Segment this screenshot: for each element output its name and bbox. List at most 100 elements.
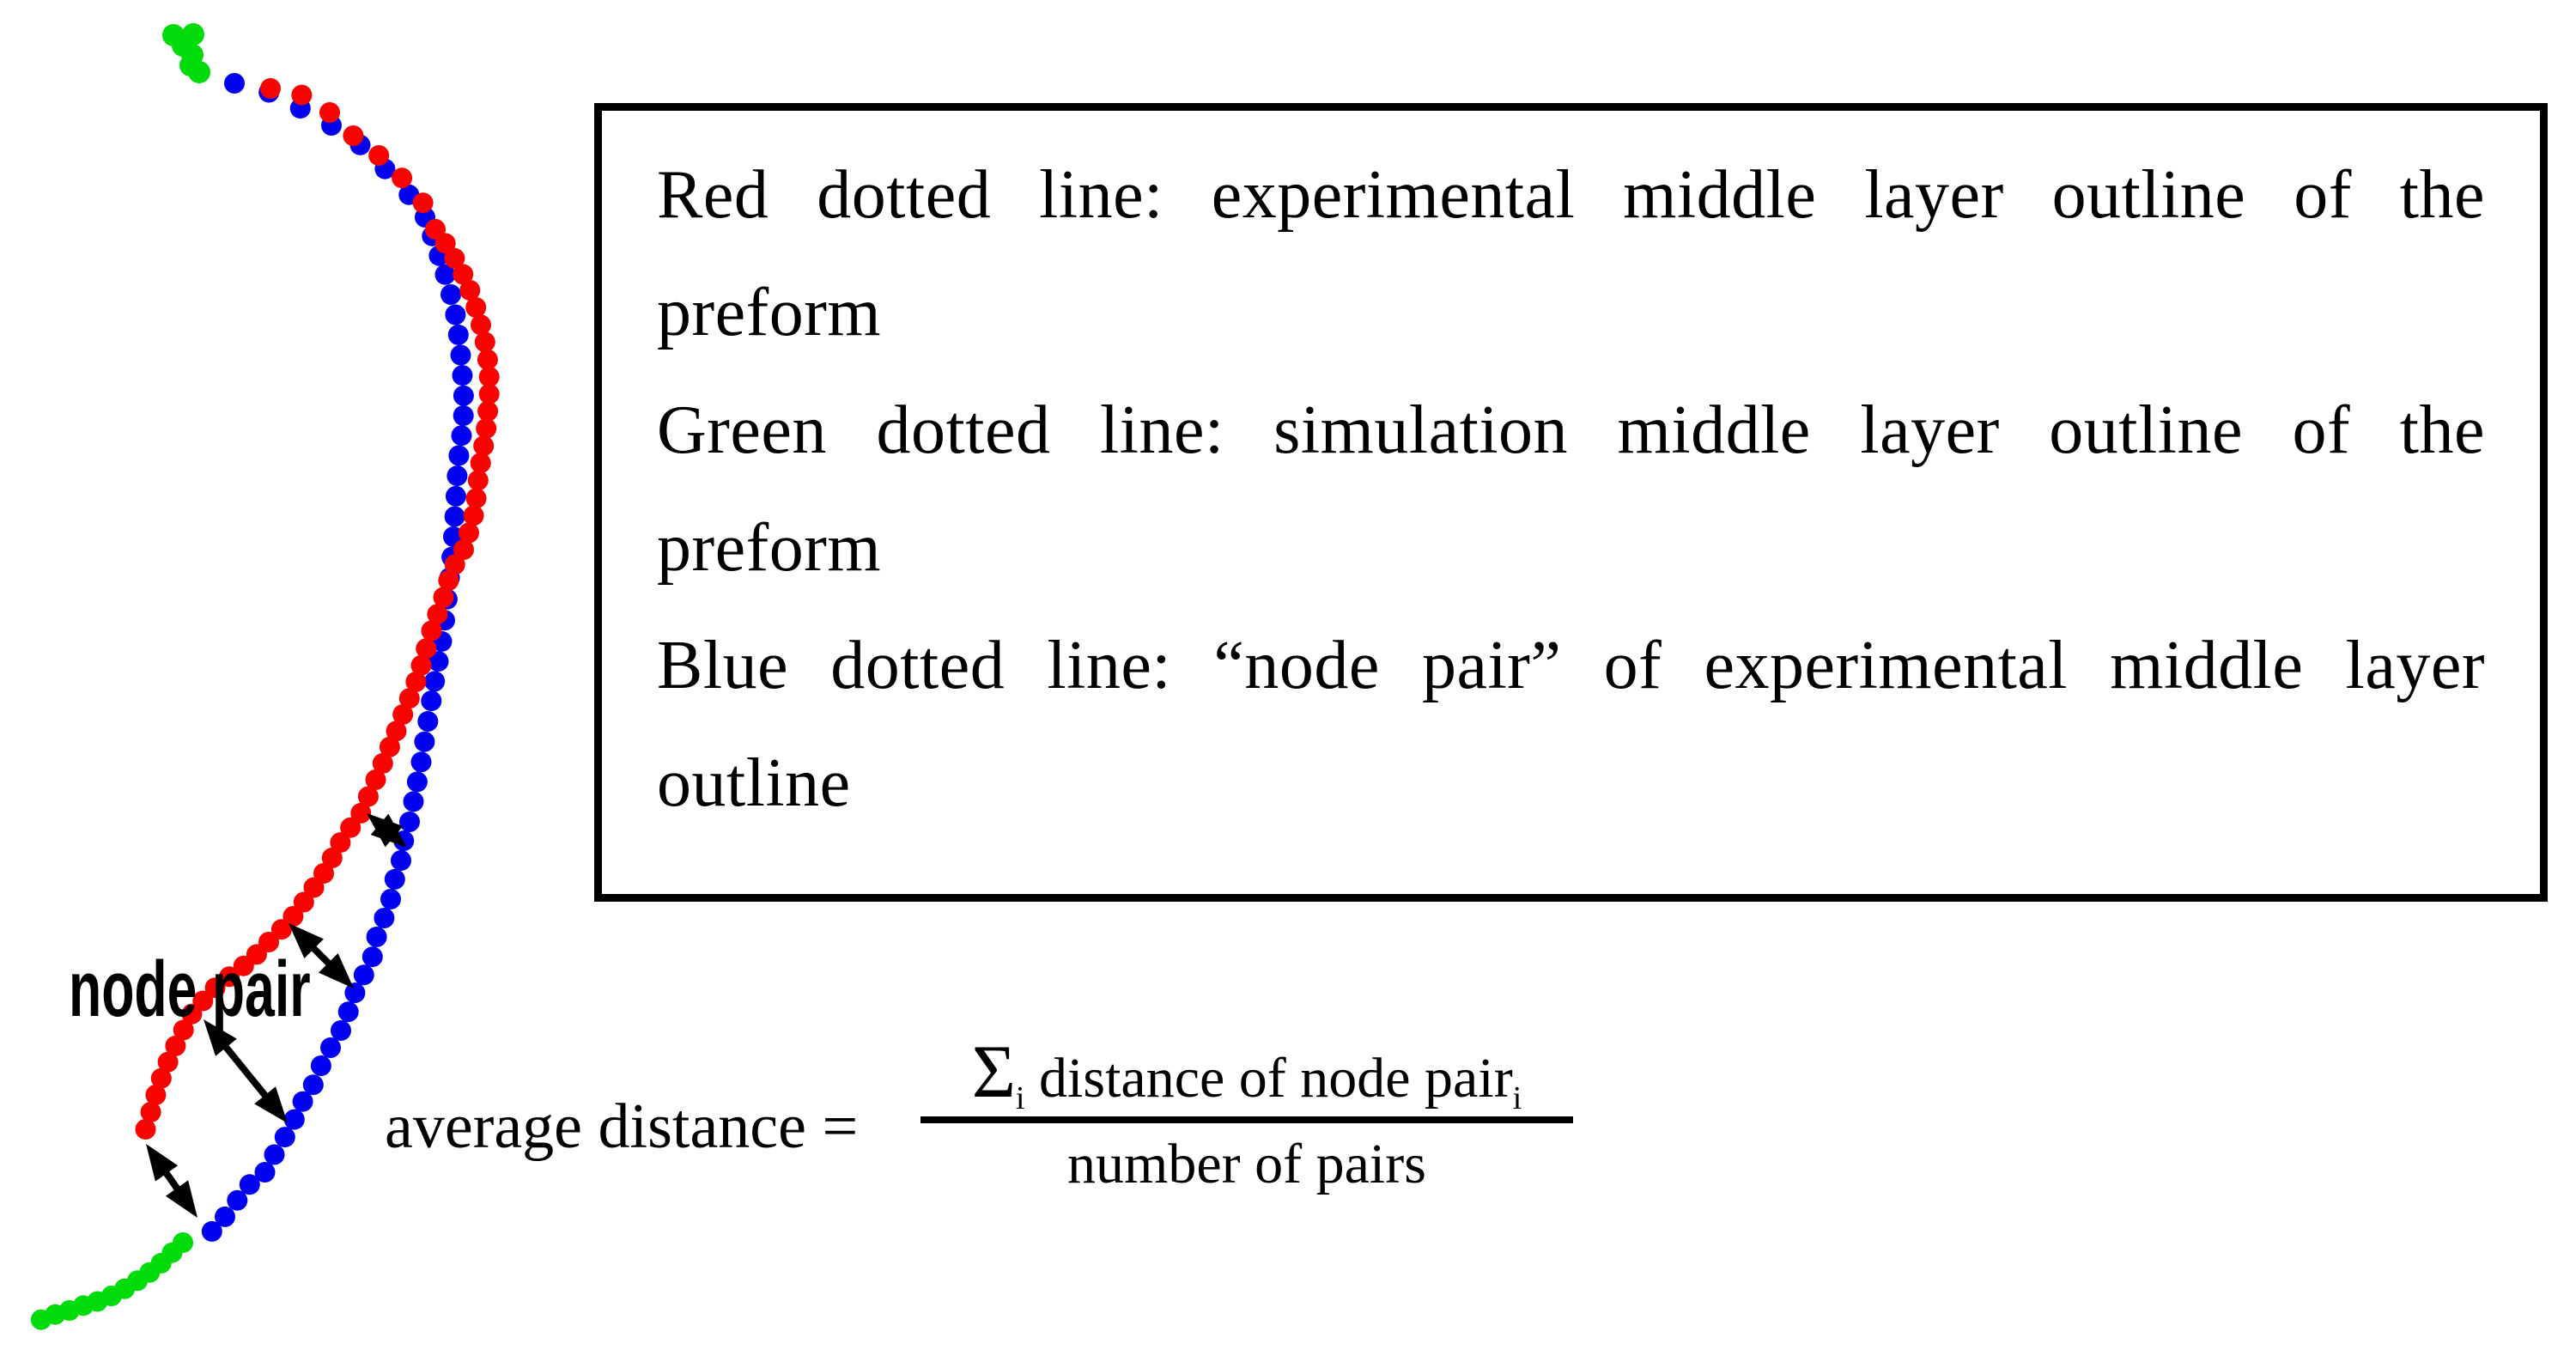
- blue-curve-dot: [451, 425, 472, 447]
- sigma-symbol: Σ: [971, 1031, 1016, 1114]
- red-curve-dot: [412, 192, 434, 214]
- red-curve-dot: [471, 314, 491, 336]
- red-curve-dot: [476, 417, 497, 439]
- red-curve-dot: [343, 125, 364, 146]
- blue-curve-dot: [384, 868, 405, 890]
- node-pair-arrowhead: [254, 1086, 288, 1123]
- red-curve-dot: [392, 167, 413, 189]
- red-curve-dot: [140, 1102, 161, 1122]
- red-curve-dot: [386, 721, 407, 742]
- blue-curve-dot: [448, 445, 470, 466]
- red-curve-dot: [204, 977, 226, 999]
- blue-curve-dot: [283, 1109, 305, 1130]
- red-curve-dot: [453, 264, 474, 285]
- blue-curve-dot: [450, 344, 471, 366]
- blue-curve-dot: [447, 324, 469, 345]
- blue-curve-dot: [337, 1001, 359, 1023]
- formula-lhs-text: average distance: [385, 1091, 806, 1162]
- legend-line-blue-1: Blue dotted line: “node pair” of experim…: [657, 628, 2485, 703]
- blue-curve-dot: [274, 1127, 295, 1148]
- red-curve-dot: [350, 802, 372, 824]
- red-curve-dot: [365, 769, 386, 790]
- blue-curve-dot: [320, 1037, 341, 1058]
- blue-curve-dot: [444, 506, 465, 527]
- blue-curve-dot: [440, 284, 461, 305]
- red-curve-dot: [434, 233, 456, 254]
- red-curve-dot: [477, 349, 498, 370]
- red-curve-dot: [470, 453, 491, 474]
- red-curve-dot: [459, 522, 479, 544]
- blue-curve-dot: [417, 711, 439, 732]
- red-curve-dot: [463, 505, 484, 526]
- blue-curve-dot: [406, 771, 428, 793]
- formula-fraction: Σi distance of node pairi number of pair…: [920, 1034, 1573, 1201]
- red-curve-dot: [181, 1003, 203, 1025]
- red-curve-dot: [150, 1067, 172, 1089]
- node-pair-arrowhead: [318, 952, 354, 988]
- blue-curve-dot: [239, 1174, 260, 1195]
- red-curve-dot: [392, 704, 414, 725]
- formula-average-distance: average distance =: [385, 1092, 858, 1161]
- blue-curve-dot: [421, 690, 442, 712]
- numerator-subscript: i: [1512, 1080, 1522, 1117]
- blue-curve-dot: [201, 1220, 222, 1242]
- red-curve-dot: [219, 966, 240, 988]
- red-curve-dot: [270, 919, 292, 940]
- red-curve-dot: [372, 752, 393, 774]
- red-curve-dot: [473, 435, 495, 457]
- red-curve-dot: [477, 400, 499, 422]
- legend-line-green-2: preform: [657, 510, 882, 586]
- blue-curve-dot: [391, 850, 411, 871]
- red-curve-dot: [467, 470, 489, 491]
- red-curve-dot: [291, 84, 313, 106]
- node-pair-arrowhead: [204, 1019, 237, 1056]
- sigma-subscript: i: [1015, 1080, 1025, 1117]
- red-curve-dot: [453, 539, 474, 560]
- blue-curve-dot: [399, 812, 420, 832]
- red-curve-dot: [398, 688, 420, 709]
- legend-box: Red dotted line: experimental middle lay…: [594, 103, 2548, 902]
- node-pair-arrowhead: [146, 1144, 179, 1182]
- red-curve-dot: [421, 620, 442, 642]
- legend-line-green-1: Green dotted line: simulation middle lay…: [657, 392, 2485, 468]
- red-curve-dot: [357, 786, 379, 807]
- blue-curve-dot: [366, 927, 387, 947]
- formula-denominator: number of pairs: [1067, 1133, 1426, 1195]
- blue-curve-dot: [410, 751, 432, 773]
- blue-curve-dot: [224, 73, 245, 94]
- red-curve-dot: [474, 331, 495, 353]
- blue-curve-dot: [344, 982, 366, 1004]
- red-curve-dot: [459, 280, 481, 301]
- red-curve-dot: [340, 817, 361, 838]
- red-curve-dot: [157, 1051, 179, 1073]
- legend-line-red-1: Red dotted line: experimental middle lay…: [657, 157, 2485, 233]
- blue-curve-dot: [453, 385, 474, 406]
- blue-curve-dot: [445, 304, 466, 325]
- blue-curve-dot: [445, 485, 466, 507]
- legend-line-red-2: preform: [657, 275, 882, 350]
- node-pair-arrow-shaft-3: [217, 1037, 274, 1105]
- blue-curve-dot: [403, 791, 424, 812]
- blue-curve-dot: [447, 465, 468, 487]
- blue-curve-dot: [452, 365, 473, 386]
- red-curve-dot: [478, 366, 500, 387]
- blue-curve-dot: [414, 731, 435, 752]
- red-curve-dot: [379, 736, 400, 757]
- red-curve-dot: [405, 671, 427, 692]
- blue-curve-dot: [302, 1074, 324, 1096]
- blue-curve-dot: [264, 1144, 285, 1165]
- numerator-text: distance of node pair: [1024, 1047, 1513, 1110]
- red-curve-dot: [321, 848, 343, 868]
- blue-curve-dot: [434, 264, 456, 285]
- blue-curve-dot: [453, 405, 474, 426]
- blue-curve-dot: [424, 671, 446, 692]
- red-curve-dot: [444, 554, 465, 575]
- node-pair-arrowhead: [289, 923, 325, 959]
- red-curve-dot: [438, 570, 459, 591]
- red-curve-dot: [260, 78, 281, 99]
- red-curve-dot: [165, 1035, 186, 1056]
- blue-curve-dot: [380, 889, 401, 909]
- red-curve-dot: [330, 832, 351, 854]
